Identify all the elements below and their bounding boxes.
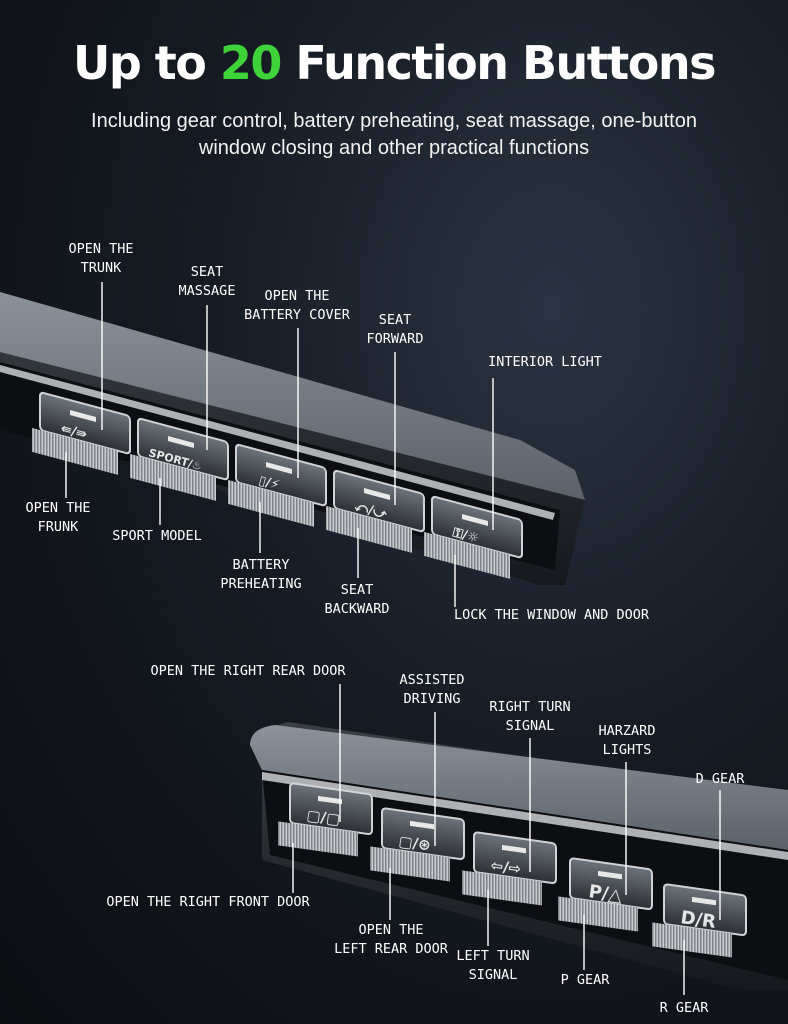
key-left-rear-assist[interactable] [370,806,465,883]
d-r-icon: D/R [679,907,717,933]
panel1-buttons [32,390,523,582]
key-frunk-trunk[interactable] [32,390,131,478]
label-p-gear: P GEAR [560,972,610,988]
lock-light-icon: ⚿/☼ [451,525,480,546]
label-sport-model: SPORT MODEL [112,528,202,544]
key-sport-massage[interactable] [130,416,229,504]
panel2-leader-lines [292,684,721,995]
key-battery[interactable] [228,442,327,530]
page-title: Up to 20 Function Buttons [73,36,716,90]
frunk-trunk-icon: ⇚/⇛ [59,421,89,442]
label-open-right-rear-door: OPEN THE RIGHT REAR DOOR [150,663,346,679]
turn-signal-icon: ⇦/⇨ [489,856,522,878]
key-turn-signals[interactable] [462,830,557,907]
title-highlight-number: 20 [219,36,283,90]
label-r-gear: R GEAR [659,1000,709,1016]
key-right-doors[interactable] [278,781,373,858]
key-park-hazard[interactable] [558,856,653,933]
page-subtitle: Including gear control, battery preheati… [91,110,697,159]
key-seat[interactable] [326,468,425,556]
label-open-right-front-door: OPEN THE RIGHT FRONT DOOR [106,894,310,910]
p-hazard-icon: P/△ [587,881,623,906]
key-drive-reverse[interactable] [652,882,747,959]
battery-cover-icon: ▯/⚡ [257,473,281,493]
panel1-leader-lines [65,282,494,607]
panel2-buttons [278,781,747,959]
right-doors-icon: ▢/▢ [305,806,341,829]
label-interior-light: INTERIOR LIGHT [488,354,602,370]
label-d-gear: D GEAR [695,771,745,787]
assist-drive-icon: ▢/⊛ [397,832,431,854]
key-lock-light[interactable] [424,494,523,582]
label-lock-window-door: LOCK THE WINDOW AND DOOR [454,607,650,623]
